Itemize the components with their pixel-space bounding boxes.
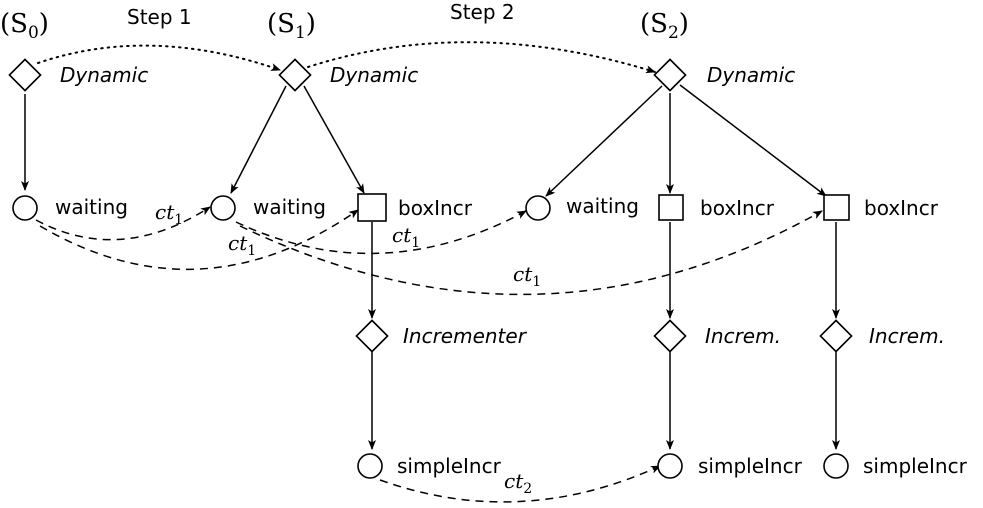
dashed-edge-waiting-s1-boxincr-s2 [239, 210, 823, 296]
s2-simpleincr-label-a: simpleIncr [698, 454, 803, 478]
dashed-edge-waiting-s0-s1 [35, 206, 211, 241]
s2-increm-node-b [819, 319, 853, 353]
step-1-label: Step 1 [127, 5, 192, 29]
step-1-arrow [37, 44, 281, 71]
dashed-edge-simpleincr-s1-s2 [379, 465, 661, 503]
s2-dynamic-label: Dynamic [707, 63, 795, 87]
s1-waiting-node [210, 195, 236, 221]
s0-dynamic-node [8, 58, 42, 92]
edge-s1-dynamic-boxincr [303, 85, 365, 194]
state-s0-label: (S0) [0, 9, 49, 43]
state-s2-label: (S2) [640, 9, 689, 43]
s2-simpleincr-node-a [657, 453, 683, 479]
state-s1-label: (S1) [267, 9, 316, 43]
s2-dynamic-node [653, 58, 687, 92]
s1-incrementer-node [355, 319, 389, 353]
edge-label-ct1-a: ct1 [155, 200, 183, 228]
s2-waiting-node [525, 195, 551, 221]
s2-simpleincr-label-b: simpleIncr [863, 454, 968, 478]
s0-waiting-node [12, 195, 38, 221]
s1-incrementer-label: Incrementer [403, 324, 528, 348]
s1-dynamic-node [278, 58, 312, 92]
s2-increm-label-b: Increm. [869, 324, 945, 348]
s0-dynamic-label: Dynamic [60, 63, 148, 87]
s1-boxincr-label: boxIncr [398, 196, 473, 220]
s1-simpleincr-label: simpleIncr [397, 454, 502, 478]
edge-label-ct2: ct2 [504, 469, 532, 497]
s2-boxincr-node-b [823, 194, 850, 221]
edge-label-ct1-b: ct1 [228, 231, 256, 259]
edge-label-ct1-c: ct1 [392, 223, 420, 251]
s2-boxincr-label-a: boxIncr [700, 196, 775, 220]
step-2-label: Step 2 [450, 0, 515, 24]
s1-dynamic-label: Dynamic [330, 63, 418, 87]
s2-increm-node-a [653, 319, 687, 353]
edge-s2-dynamic-boxincr-b [679, 84, 827, 197]
s1-waiting-label: waiting [253, 195, 326, 219]
dashed-edge-waiting-s0-boxincr-s1 [39, 209, 359, 271]
s1-simpleincr-node [357, 453, 383, 479]
s2-simpleincr-node-b [823, 453, 849, 479]
edge-s1-dynamic-waiting [230, 85, 287, 194]
s1-boxincr-node [357, 193, 387, 222]
edge-label-ct1-d: ct1 [513, 262, 541, 290]
s2-increm-label-a: Increm. [705, 324, 781, 348]
s0-waiting-label: waiting [55, 195, 128, 219]
edge-s2-dynamic-waiting [545, 85, 663, 197]
s2-waiting-label: waiting [566, 194, 639, 218]
step-2-arrow [307, 41, 656, 74]
s2-boxincr-node-a [658, 194, 684, 221]
s2-boxincr-label-b: boxIncr [864, 196, 939, 220]
